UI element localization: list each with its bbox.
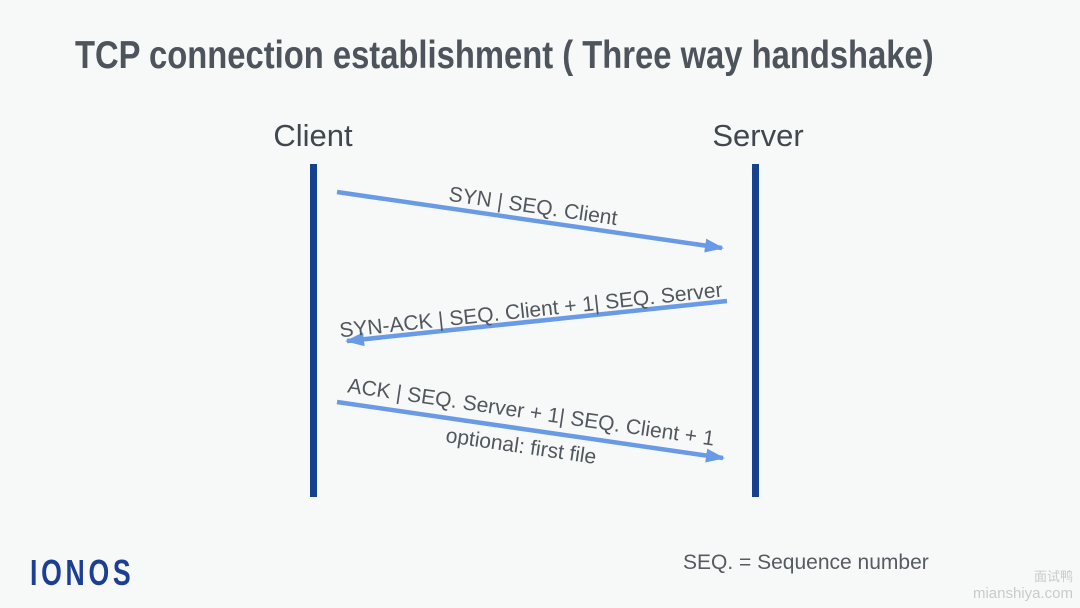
ack-arrow xyxy=(336,399,725,463)
watermark-cn: 面试鸭 xyxy=(1033,569,1073,584)
watermark: 面试鸭 mianshiya.com xyxy=(973,569,1073,604)
actor-label-server: Server xyxy=(712,118,804,153)
syn-ack-arrow xyxy=(345,298,728,347)
ionos-logo: IONOS xyxy=(30,552,135,593)
actor-label-client: Client xyxy=(273,118,353,153)
page-title: TCP connection establishment ( Three way… xyxy=(75,34,934,77)
server-lifeline xyxy=(752,164,759,497)
syn-arrow xyxy=(336,189,724,253)
client-lifeline xyxy=(310,164,317,497)
seq-legend: SEQ. = Sequence number xyxy=(683,551,929,574)
watermark-url: mianshiya.com xyxy=(972,585,1073,603)
